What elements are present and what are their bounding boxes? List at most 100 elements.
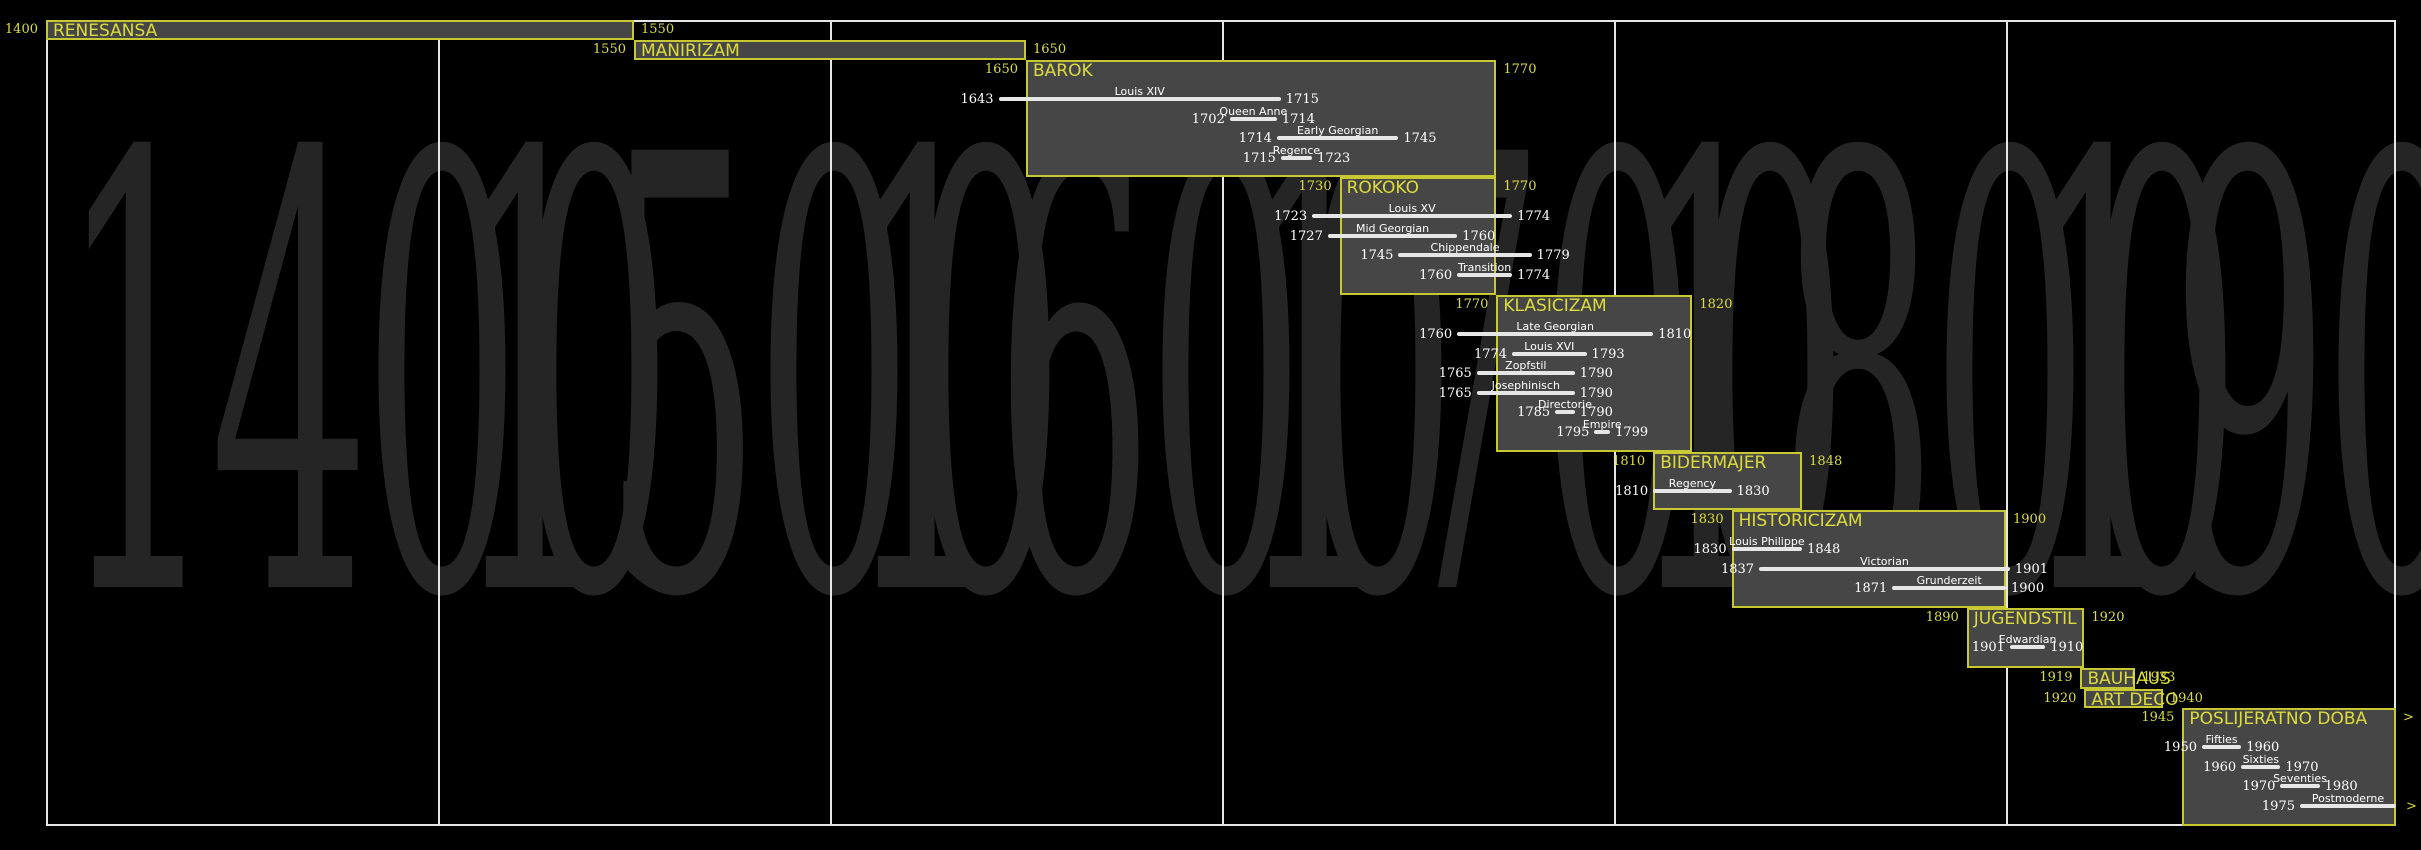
century-gridline [2006,20,2008,826]
era-name: RENESANSA [53,21,158,41]
era-end-year: 1920 [2091,610,2125,625]
style-start-year: 1960 [2203,759,2237,775]
era-box-bidermajer [1653,452,1803,510]
style-bar [1512,351,1587,356]
style-bar [1653,489,1732,493]
style-name: Louis Philippe [1729,535,1805,548]
era-start-year: 1400 [4,22,38,37]
style-name: Queen Anne [1219,104,1288,118]
era-end-year: 1550 [641,22,675,37]
style-bar [1280,155,1313,160]
style-bar [2009,645,2046,649]
era-name: ROKOKO [1346,178,1419,198]
style-start-year: 1723 [1274,209,1308,224]
era-end-year: 1900 [2013,512,2047,527]
style-bar [998,97,1281,101]
style-start-year: 1830 [1693,542,1727,557]
style-name: Regency [1668,477,1716,490]
era-name: HISTORICIZAM [1738,511,1863,531]
era-name: BIDERMAJER [1660,453,1767,473]
era-start-year: 1730 [1298,179,1332,194]
era-start-year: 1919 [2039,670,2073,685]
era-box-renesansa [46,20,634,40]
style-start-year: 1810 [1615,484,1649,499]
era-name: BAUHAUS [2087,669,2171,689]
century-watermark-1400: 1400 [58,30,674,729]
style-start-year: 1901 [1971,640,2005,655]
style-bar [1594,429,1611,434]
style-end-year: 1830 [1736,484,1770,499]
style-end-year: 1848 [1807,542,1841,557]
style-bar [1555,410,1575,414]
era-start-year: 1650 [984,62,1018,77]
era-start-year: 1810 [1612,454,1646,469]
style-name: Empire [1582,417,1622,431]
style-start-year: 1643 [960,92,994,107]
style-start-year: 1745 [1360,248,1394,263]
style-name: Postmoderne [2311,791,2385,805]
style-start-year: 1760 [1419,327,1453,342]
era-end-year: 1940 [2169,691,2203,706]
era-start-year: 1770 [1455,297,1489,312]
era-end-year: 1650 [1033,42,1067,57]
century-gridline [1222,20,1224,826]
era-start-year: 1890 [1925,610,1959,625]
style-bar [1731,547,1803,551]
style-name: Grunderzeit [1916,574,1982,587]
era-box-jugendstil [1966,608,2085,668]
century-gridline [830,20,832,826]
style-end-year: 1810 [1658,327,1692,342]
style-name: Zopfstil [1505,359,1547,372]
style-end-year: 1714 [1281,111,1315,127]
style-start-year: 1702 [1191,111,1225,127]
era-end-year: 1770 [1503,62,1537,77]
style-name: Louis XVI [1524,339,1575,353]
style-bar [1398,253,1532,257]
style-end-year: 1774 [1517,209,1551,224]
style-start-year: 1975 [2261,798,2295,814]
style-end-year: 1790 [1579,366,1613,381]
style-name: Sixties [2242,752,2279,766]
era-start-year: 1830 [1690,512,1724,527]
style-end-year: 1760 [1462,228,1496,244]
era-box-manirizam [634,40,1026,60]
era-name: POSLIJERATNO DOBA [2189,709,2368,729]
style-bar [2241,764,2281,769]
style-name: Late Georgian [1516,320,1594,333]
style-start-year: 1727 [1289,228,1323,244]
style-bar [2300,803,2396,808]
style-start-year: 1774 [1473,346,1508,362]
style-end-year: 1790 [1579,385,1613,401]
style-bar [2202,745,2242,749]
style-end-year: 1970 [2285,759,2319,775]
style-end-year: 1901 [2014,561,2048,577]
era-name: JUGENDSTIL [1973,609,2077,629]
era-name: KLASICIZAM [1503,296,1607,316]
style-start-year: 1714 [1238,131,1272,146]
century-gridline [438,20,440,826]
era-end-year: > [2403,710,2414,725]
style-end-year: 1900 [2011,581,2045,596]
style-start-year: 1785 [1517,405,1551,420]
style-bar [1476,371,1575,375]
style-bar [1457,272,1513,277]
style-name: Seventies [2273,772,2327,785]
era-end-year: 1820 [1699,297,1733,312]
style-bar [1312,214,1513,218]
style-end-year: 1790 [1579,405,1613,420]
style-start-year: 1837 [1720,561,1755,577]
style-end-year: 1745 [1403,131,1437,146]
style-name: Louis XV [1388,202,1436,215]
style-end-year: 1779 [1536,248,1570,263]
style-end-year: 1715 [1285,92,1319,107]
style-bar [1892,586,2006,590]
style-name: Josephinisch [1491,378,1560,392]
era-box-bauhaus [2080,668,2136,689]
style-start-year: 1871 [1854,581,1888,596]
style-bar [1759,566,2010,571]
era-start-year: 1550 [592,42,626,57]
style-name: Louis XIV [1114,85,1165,98]
era-box-art-deco [2084,689,2163,708]
style-end-year: 1793 [1591,346,1625,362]
